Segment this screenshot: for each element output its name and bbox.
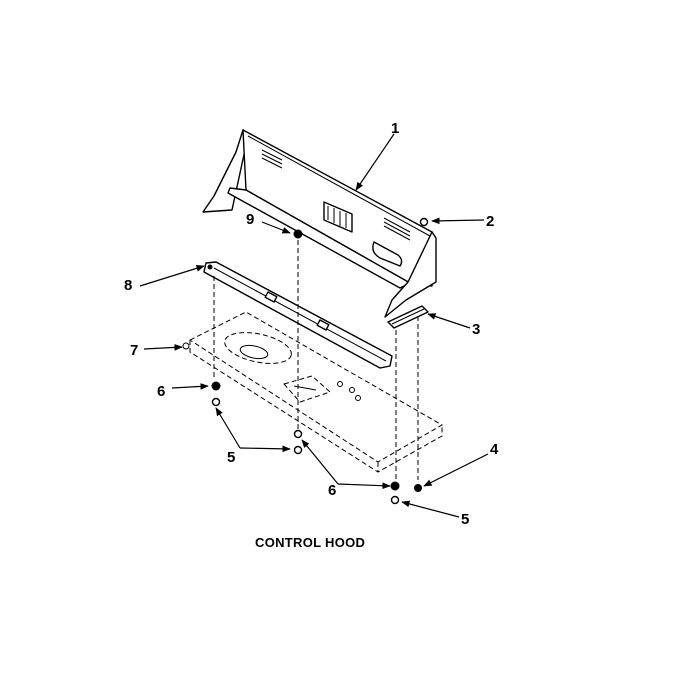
screw-4	[414, 484, 422, 492]
callout-6-right: 6	[328, 482, 336, 499]
callout-2: 2	[486, 213, 494, 230]
panel-vent-left	[261, 149, 283, 169]
callout-9: 9	[246, 211, 254, 228]
small-bracket	[387, 305, 429, 329]
nut-6-left	[211, 381, 221, 391]
alignment-lines	[213, 240, 419, 480]
callout-4: 4	[490, 441, 499, 458]
callout-5-left: 5	[227, 449, 235, 466]
callout-7: 7	[130, 342, 138, 359]
diagram-caption: CONTROL HOOD	[255, 535, 365, 550]
nut-9	[293, 229, 303, 239]
callout-8: 8	[124, 277, 132, 294]
screw-5-right	[390, 495, 400, 505]
callout-3: 3	[472, 321, 480, 338]
screw-5-mid-low	[293, 445, 303, 455]
callout-6-left: 6	[157, 383, 165, 400]
nut-6-right	[390, 481, 400, 491]
panel-cutout	[372, 241, 403, 267]
callout-5-right: 5	[461, 511, 469, 528]
screw-5-left-top	[211, 397, 221, 407]
panel-vent-right	[383, 217, 411, 241]
base-panel	[182, 311, 444, 473]
control-hood-panel	[202, 129, 437, 318]
screw-5-mid	[293, 429, 303, 439]
hardware	[211, 217, 429, 505]
panel-display-window	[323, 201, 353, 233]
nut-2	[419, 217, 429, 227]
leader-lines	[139, 133, 489, 518]
callout-1: 1	[391, 120, 399, 137]
